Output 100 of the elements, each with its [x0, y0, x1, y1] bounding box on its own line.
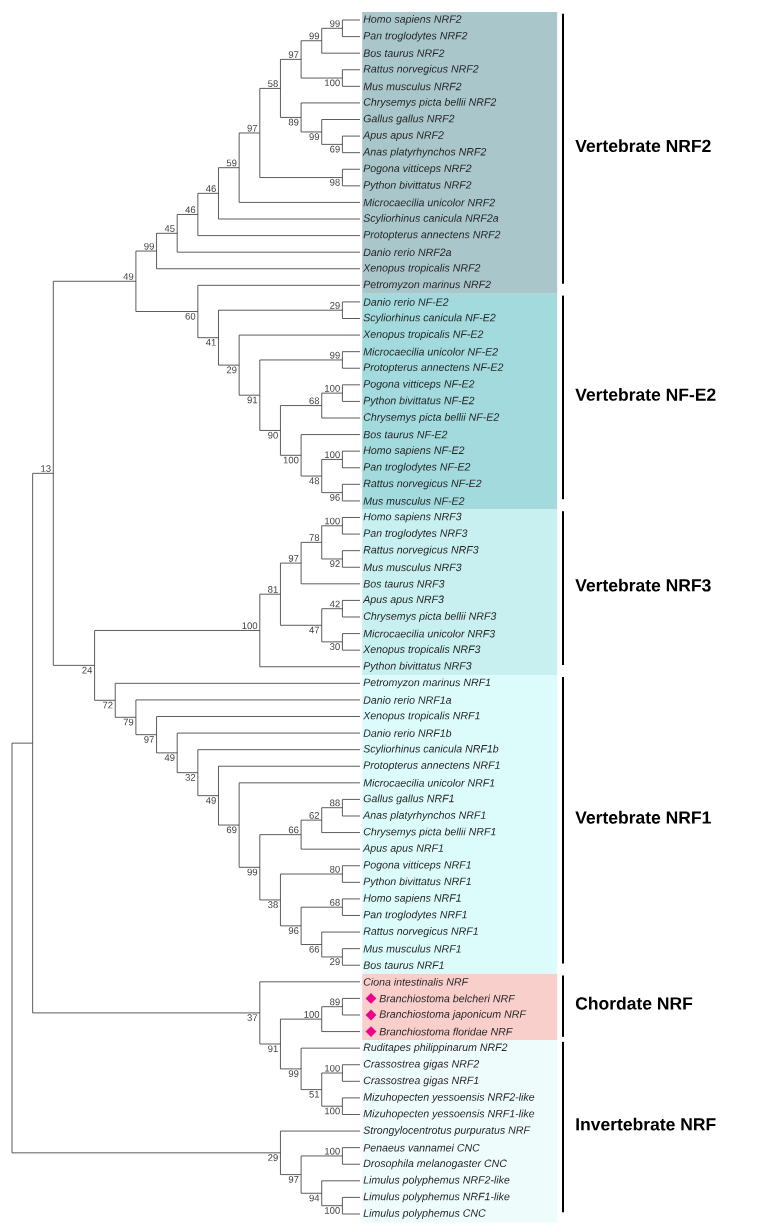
- species-label: Petromyzon marinus NRF1: [363, 678, 491, 689]
- bootstrap-value: 41: [205, 339, 216, 346]
- species-label: Crassostrea gigas NRF1: [363, 1076, 479, 1087]
- bootstrap-value: 66: [288, 826, 299, 834]
- species-label: Limulus polyphemus NRF1-like: [363, 1192, 510, 1203]
- bootstrap-value: 100: [325, 1107, 340, 1115]
- species-label: Pogona vitticeps NF-E2: [363, 379, 475, 390]
- clade-band: [362, 973, 558, 1041]
- bootstrap-value: 99: [144, 242, 154, 250]
- species-label: Danio rerio NF-E2: [363, 298, 449, 306]
- species-label: Homo sapiens NRF2: [363, 15, 462, 25]
- species-label: Ruditapes philippinarum NRF2: [363, 1043, 508, 1054]
- species-label: Chrysemys picta bellii NRF2: [363, 98, 497, 108]
- clade-label: Vertebrate NRF1: [575, 810, 711, 824]
- bootstrap-value: 29: [330, 958, 340, 966]
- bootstrap-value: 29: [330, 302, 340, 309]
- bootstrap-value: 99: [309, 32, 320, 40]
- bootstrap-value: 99: [309, 133, 320, 141]
- bootstrap-value: 97: [288, 51, 299, 58]
- bootstrap-value: 89: [288, 118, 299, 126]
- clade-band: [362, 1040, 558, 1223]
- clade-band: [362, 11, 558, 294]
- species-label: Bos taurus NRF1: [363, 961, 444, 969]
- species-label: Scyliorhinus canicula NRF2a: [363, 214, 499, 224]
- species-label: Mizuhopecten yessoensis NRF2-like: [363, 1092, 535, 1103]
- bootstrap-value: 13: [41, 465, 51, 472]
- species-label: Protopterus annectens NRF2: [363, 230, 501, 241]
- clade-label: Vertebrate NF-E2: [575, 388, 716, 401]
- species-label: Pogona vitticeps NRF1: [363, 860, 471, 871]
- clade-band: [362, 509, 558, 676]
- bootstrap-value: 37: [247, 1014, 258, 1022]
- bootstrap-value: 68: [330, 899, 340, 906]
- bootstrap-value: 81: [268, 586, 278, 593]
- bootstrap-value: 72: [102, 701, 113, 709]
- bootstrap-value: 100: [283, 456, 299, 464]
- bootstrap-value: 92: [330, 560, 340, 568]
- species-label: Pan troglodytes NRF3: [363, 529, 468, 539]
- bootstrap-value: 100: [242, 622, 258, 630]
- bootstrap-value: 98: [330, 178, 340, 186]
- bootstrap-value: 97: [144, 736, 154, 743]
- bootstrap-value: 100: [325, 79, 340, 87]
- species-label: Danio rerio NRF1a: [363, 696, 452, 704]
- bootstrap-value: 78: [309, 534, 320, 541]
- species-label: Chrysemys picta bellii NF-E2: [363, 413, 500, 423]
- bootstrap-value: 100: [325, 1064, 340, 1072]
- species-label: Python bivittatus NRF1: [363, 877, 471, 888]
- bootstrap-value: 94: [309, 1194, 320, 1202]
- bootstrap-value: 100: [325, 517, 340, 525]
- bootstrap-value: 47: [309, 626, 320, 634]
- species-label: Anas platyrhynchos NRF2: [362, 147, 487, 158]
- bootstrap-value: 97: [288, 554, 299, 562]
- species-label: Apus apus NRF1: [362, 844, 443, 854]
- species-label: Microcaecilia unicolor NF-E2: [363, 347, 498, 356]
- species-label: Protopterus annectens NF-E2: [363, 363, 504, 374]
- bootstrap-value: 29: [268, 1154, 278, 1161]
- bootstrap-value: 60: [185, 312, 196, 320]
- bootstrap-value: 68: [309, 397, 320, 405]
- clade-band: [362, 675, 558, 974]
- bootstrap-value: 79: [123, 718, 134, 726]
- species-label: Branchiostoma japonicum NRF: [379, 1010, 527, 1020]
- bootstrap-value: 91: [247, 396, 258, 404]
- bootstrap-value: 100: [325, 451, 340, 459]
- species-label: Branchiostoma floridae NRF: [379, 1027, 513, 1036]
- bootstrap-value: 99: [247, 868, 258, 876]
- species-label: Python bivittatus NF-E2: [363, 396, 475, 407]
- bootstrap-value: 80: [330, 865, 340, 873]
- bootstrap-value: 49: [205, 797, 216, 804]
- species-label: Limulus polyphemus CNC: [363, 1209, 486, 1219]
- bootstrap-value: 97: [288, 1176, 299, 1183]
- species-label: Homo sapiens NRF1: [363, 893, 461, 904]
- clade-label: Invertebrate NRF: [576, 1117, 716, 1131]
- species-label: Mus musculus NRF2: [363, 82, 462, 91]
- bootstrap-value: 100: [325, 1147, 340, 1155]
- bootstrap-value: 96: [288, 927, 299, 934]
- species-label: Drosophila melanogaster CNC: [363, 1159, 507, 1170]
- species-label: Pogona vitticeps NRF2: [363, 164, 472, 175]
- clade-band: [362, 293, 558, 510]
- species-label: Branchiostoma belcheri NRF: [379, 994, 516, 1003]
- bootstrap-value: 100: [325, 385, 340, 392]
- species-label: Microcaecilia unicolor NRF1: [363, 778, 495, 787]
- bootstrap-value: 51: [309, 1091, 320, 1098]
- bootstrap-value: 46: [185, 206, 196, 214]
- bootstrap-value: 49: [123, 273, 134, 280]
- bootstrap-value: 42: [329, 600, 340, 608]
- species-label: Python bivittatus NRF2: [363, 180, 472, 191]
- bootstrap-value: 30: [330, 643, 340, 650]
- species-label: Scyliorhinus canicula NF-E2: [363, 313, 496, 324]
- bootstrap-value: 99: [330, 20, 340, 27]
- species-label: Crassostrea gigas NRF2: [363, 1059, 480, 1070]
- species-label: Chrysemys picta bellii NRF1: [363, 827, 496, 838]
- species-label: Strongylocentrotus purpuratus NRF: [363, 1126, 531, 1136]
- bootstrap-value: 46: [205, 185, 216, 192]
- bootstrap-value: 29: [226, 366, 237, 374]
- species-label: Protopterus annectens NRF1: [363, 761, 500, 771]
- clade-label: Vertebrate NRF3: [575, 578, 711, 592]
- clade-label: Vertebrate NRF2: [575, 139, 711, 153]
- species-label: Homo sapiens NRF3: [363, 512, 462, 523]
- species-label: Pan troglodytes NF-E2: [363, 462, 471, 473]
- species-label: Rattus norvegicus NRF3: [363, 545, 479, 556]
- species-label: Homo sapiens NF-E2: [363, 446, 465, 457]
